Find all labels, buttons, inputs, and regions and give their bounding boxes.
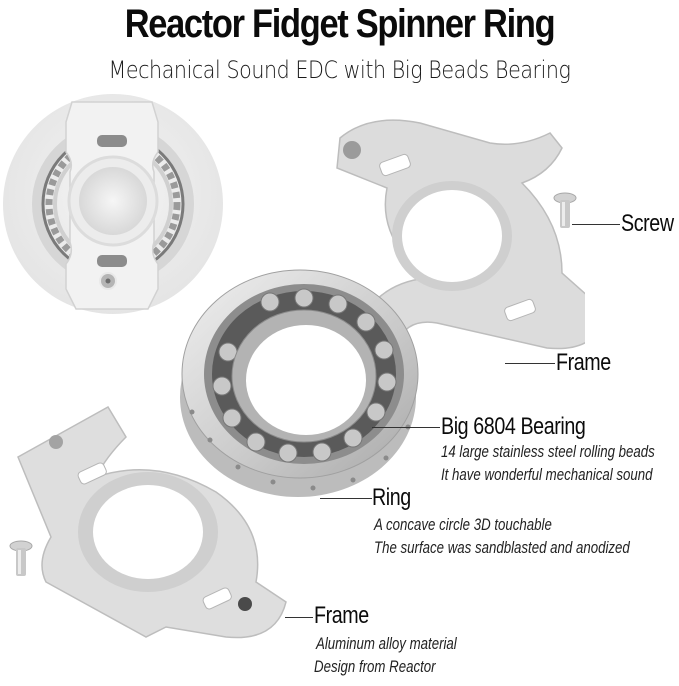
ring-desc-line-2: The surface was sandblasted and anodized bbox=[374, 538, 630, 557]
screw-label: Screw bbox=[621, 210, 674, 237]
ring-desc-line-1: A concave circle 3D touchable bbox=[374, 515, 552, 534]
bearing-label: Big 6804 Bearing bbox=[441, 413, 586, 440]
bearing-desc-line-2: It have wonderful mechanical sound bbox=[441, 465, 653, 484]
frame-bottom-desc-line-2: Design from Reactor bbox=[314, 657, 436, 676]
frame-top-leader-line bbox=[505, 363, 555, 364]
assembled-spinner-image bbox=[3, 94, 223, 314]
ring-leader-line bbox=[320, 498, 372, 499]
ring-label: Ring bbox=[372, 484, 411, 511]
bearing-desc-line-1: 14 large stainless steel rolling beads bbox=[441, 442, 655, 461]
bearing-leader-line bbox=[372, 427, 440, 428]
screw-leader-line bbox=[572, 224, 620, 225]
screw-image-left bbox=[9, 540, 33, 576]
frame-top-label: Frame bbox=[556, 349, 611, 376]
frame-bottom-desc-line-1: Aluminum alloy material bbox=[316, 634, 457, 653]
frame-bottom-label: Frame bbox=[314, 602, 369, 629]
bottom-frame-image bbox=[17, 405, 287, 639]
frame-bottom-leader-line bbox=[285, 617, 313, 618]
screw-image bbox=[553, 192, 577, 228]
bearing-ring-image bbox=[180, 269, 419, 497]
page-subtitle: Mechanical Sound EDC with Big Beads Bear… bbox=[108, 56, 571, 84]
page-title: Reactor Fidget Spinner Ring bbox=[124, 2, 556, 46]
top-frame-image bbox=[336, 119, 585, 350]
